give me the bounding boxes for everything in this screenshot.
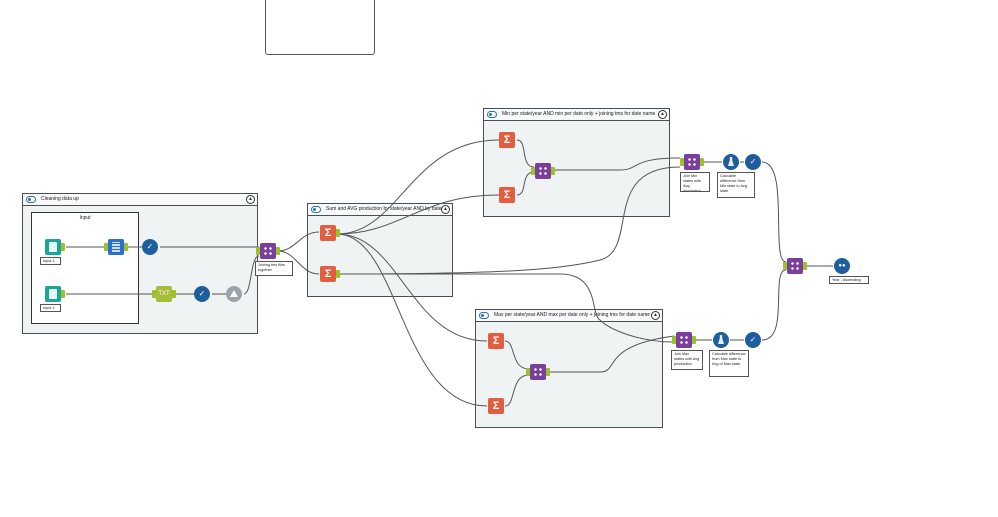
collapse-icon[interactable]: ▲ xyxy=(651,311,660,320)
container-title: Cleaning data up xyxy=(41,196,79,202)
input-data-tool-1[interactable] xyxy=(45,239,65,255)
text-to-columns-tool[interactable]: TXT xyxy=(152,286,176,302)
select-tool[interactable]: ✓ xyxy=(745,154,761,170)
output-anchor[interactable] xyxy=(61,290,65,298)
annotation-input1: Input 1 xyxy=(40,257,61,265)
wire xyxy=(761,161,787,263)
toggle-icon[interactable] xyxy=(487,111,497,118)
output-anchor[interactable] xyxy=(700,158,704,166)
output-anchor[interactable] xyxy=(61,243,65,251)
join-tool[interactable] xyxy=(680,154,704,170)
toggle-icon[interactable] xyxy=(479,312,489,319)
input-anchor[interactable] xyxy=(672,336,676,344)
summarize-tool[interactable]: Σ xyxy=(488,333,504,349)
formula-tool[interactable] xyxy=(713,332,729,348)
input-anchor[interactable] xyxy=(783,262,787,270)
summarize-tool[interactable]: Σ xyxy=(499,132,515,148)
formula-tool[interactable] xyxy=(723,154,739,170)
union-tool[interactable] xyxy=(783,258,807,274)
collapse-icon[interactable]: ▲ xyxy=(658,110,667,119)
join-tool[interactable] xyxy=(526,364,550,380)
container-header[interactable]: Sum and AVG production by state/year AND… xyxy=(308,204,452,216)
container-header[interactable]: Max per state/year AND max per date only… xyxy=(476,310,662,322)
input-anchor[interactable] xyxy=(531,167,535,175)
annotation-input4: Input 4 xyxy=(40,304,61,312)
container-title: Min per state/year AND min per date only… xyxy=(502,111,656,117)
summarize-tool[interactable]: Σ xyxy=(320,225,340,241)
annotation-sort: Year - Ascending xyxy=(829,276,869,284)
select-tool[interactable]: ✓ xyxy=(745,332,761,348)
output-anchor[interactable] xyxy=(546,368,550,376)
input-group-title: Input xyxy=(79,215,91,221)
collapse-icon[interactable]: ▲ xyxy=(441,205,450,214)
container-header[interactable]: Min per state/year AND min per date only… xyxy=(484,109,669,121)
input-anchor[interactable] xyxy=(680,158,684,166)
summarize-tool[interactable]: Σ xyxy=(499,187,515,203)
union-join-tool[interactable] xyxy=(256,243,280,259)
select-tool[interactable]: ✓ xyxy=(142,239,158,255)
output-anchor[interactable] xyxy=(551,167,555,175)
summarize-tool[interactable]: Σ xyxy=(320,266,340,282)
output-anchor[interactable] xyxy=(336,270,340,278)
empty-comment-box[interactable] xyxy=(265,0,375,55)
annotation-max-join: Join Max states with Avg production xyxy=(671,350,703,370)
toggle-icon[interactable] xyxy=(26,196,36,203)
join-tool[interactable] xyxy=(531,163,555,179)
container-title: Sum and AVG production by state/year AND… xyxy=(326,206,442,212)
annotation-max-diff: Calculate difference from Max state to A… xyxy=(709,350,749,377)
sort-tool[interactable]: ●● xyxy=(834,258,850,274)
output-anchor[interactable] xyxy=(336,229,340,237)
container-sum-avg[interactable]: Sum and AVG production by state/year AND… xyxy=(307,203,453,297)
output-anchor[interactable] xyxy=(172,290,176,298)
input-data-tool-4[interactable] xyxy=(45,286,65,302)
output-anchor[interactable] xyxy=(692,336,696,344)
wire xyxy=(761,269,787,341)
input-anchor[interactable] xyxy=(256,247,260,255)
data-cleansing-tool[interactable] xyxy=(226,286,242,302)
annotation-min-diff: Calculate difference from Min state to A… xyxy=(717,172,755,198)
dynamic-input-tool[interactable] xyxy=(104,239,128,255)
summarize-tool[interactable]: Σ xyxy=(488,398,504,414)
input-anchor[interactable] xyxy=(104,243,108,251)
output-anchor[interactable] xyxy=(803,262,807,270)
input-anchor[interactable] xyxy=(526,368,530,376)
container-title: Max per state/year AND max per date only… xyxy=(494,312,651,318)
output-anchor[interactable] xyxy=(276,247,280,255)
output-anchor[interactable] xyxy=(124,243,128,251)
container-header[interactable]: Cleaning data up ▲ xyxy=(23,194,257,206)
input-anchor[interactable] xyxy=(152,290,156,298)
toggle-icon[interactable] xyxy=(311,206,321,213)
annotation-min-join: Join Min states with Avg production xyxy=(680,172,710,192)
join-tool[interactable] xyxy=(672,332,696,348)
collapse-icon[interactable]: ▲ xyxy=(246,195,255,204)
select-tool[interactable]: ✓ xyxy=(194,286,210,302)
annotation-join-files: Joining tms files together xyxy=(255,261,293,276)
